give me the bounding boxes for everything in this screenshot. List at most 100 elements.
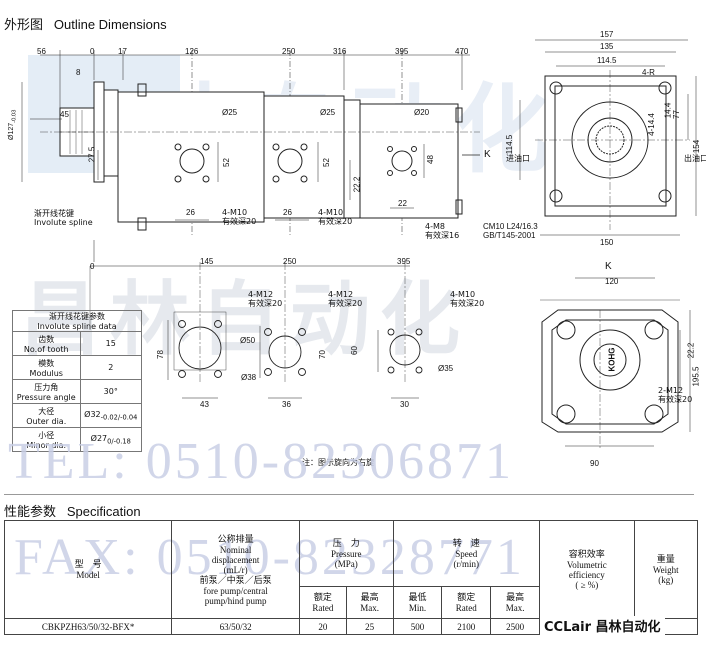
- port-d35: Ø35: [438, 364, 454, 373]
- port-d60: 60: [349, 346, 359, 355]
- dim-56: 56: [37, 47, 46, 56]
- kview-22-2: 22.2: [686, 342, 696, 359]
- port-d36: 36: [282, 400, 291, 409]
- cell-model: CBKPZH63/50/32-BFX*: [3, 618, 173, 635]
- section-title-outline: 外形图 Outline Dimensions: [4, 14, 167, 33]
- dim-77: 77: [671, 110, 681, 119]
- kview-logo: KOHG: [607, 347, 617, 372]
- port-d43: 43: [200, 400, 209, 409]
- k-label: K: [484, 149, 491, 160]
- kview-k: K: [605, 261, 612, 272]
- dim-22-2: 22.2: [352, 176, 362, 193]
- dim-4r: 4-R: [642, 68, 655, 77]
- dim-126: 126: [185, 47, 199, 56]
- port-d38: Ø38: [241, 373, 257, 382]
- cell-s-max: 2500: [490, 618, 541, 635]
- cell-displacement: 63/50/32: [171, 618, 301, 635]
- dim-470: 470: [455, 47, 469, 56]
- port-395: 395: [397, 257, 411, 266]
- section-title-spec: 性能参数 Specification: [4, 501, 141, 520]
- spline-row-value: 2: [79, 355, 143, 380]
- kview-120: 120: [605, 277, 619, 286]
- cell-s-rated: 2100: [441, 618, 492, 635]
- kview-195-5: 195.5: [691, 366, 701, 387]
- divider: [4, 494, 694, 495]
- dim-135: 135: [600, 42, 614, 51]
- dim-316: 316: [333, 47, 347, 56]
- dim-395: 395: [395, 47, 409, 56]
- dim-114-5-side: 114.5: [505, 134, 515, 155]
- dim-0-bottom: 0: [90, 262, 95, 271]
- port-d50: Ø50: [240, 336, 256, 345]
- spline-row-value: 30°: [79, 379, 143, 404]
- dim-26a: 26: [186, 208, 195, 217]
- port-d30: 30: [400, 400, 409, 409]
- dim-150: 150: [600, 238, 614, 247]
- port-d78: 78: [155, 350, 165, 359]
- dim-17: 17: [118, 47, 127, 56]
- dim-154: 154: [692, 139, 702, 154]
- inlet-label: 进油口: [506, 154, 530, 163]
- dim-114-5: 114.5: [597, 56, 617, 65]
- dim-22: 22: [398, 199, 407, 208]
- cell-p-rated: 20: [299, 618, 347, 635]
- dim-250: 250: [282, 47, 296, 56]
- rotation-note: 注：图示旋向为右旋: [302, 458, 374, 467]
- cell-p-max: 25: [345, 618, 394, 635]
- port-145: 145: [200, 257, 214, 266]
- spec-title-cn: 性能参数: [4, 505, 57, 520]
- outline-title-en: Outline Dimensions: [53, 17, 167, 32]
- dim-52b: 52: [321, 158, 331, 167]
- dim-14-4: 14.4: [663, 102, 673, 119]
- port-d70: 70: [317, 350, 327, 359]
- outline-title-cn: 外形图: [4, 18, 44, 33]
- dim-0: 0: [90, 47, 95, 56]
- dim-45: 45: [60, 110, 69, 119]
- dim-27-5: 27.5: [87, 146, 97, 163]
- dim-48: 48: [425, 155, 435, 164]
- spec-title-en: Specification: [66, 504, 141, 519]
- spline-row-value: Ø32-0.02/-0.04: [79, 403, 143, 428]
- hole-a: Ø25: [222, 108, 238, 117]
- watermark-tel: TEL: 0510-82306871: [8, 433, 515, 490]
- dim-26b: 26: [283, 208, 292, 217]
- kview-90: 90: [590, 459, 599, 468]
- hole-c: Ø20: [414, 108, 430, 117]
- spline-row-value: Ø270/-0.18: [79, 427, 143, 452]
- outlet-label: 出油口: [684, 154, 706, 163]
- dim-8: 8: [76, 68, 81, 77]
- port-250: 250: [283, 257, 297, 266]
- dim-d127: Ø127-0.03: [8, 109, 18, 140]
- dim-4-14-4: 4-14.4: [646, 113, 656, 136]
- cell-s-min: 500: [392, 618, 443, 635]
- spline-row-value: 15: [79, 331, 143, 356]
